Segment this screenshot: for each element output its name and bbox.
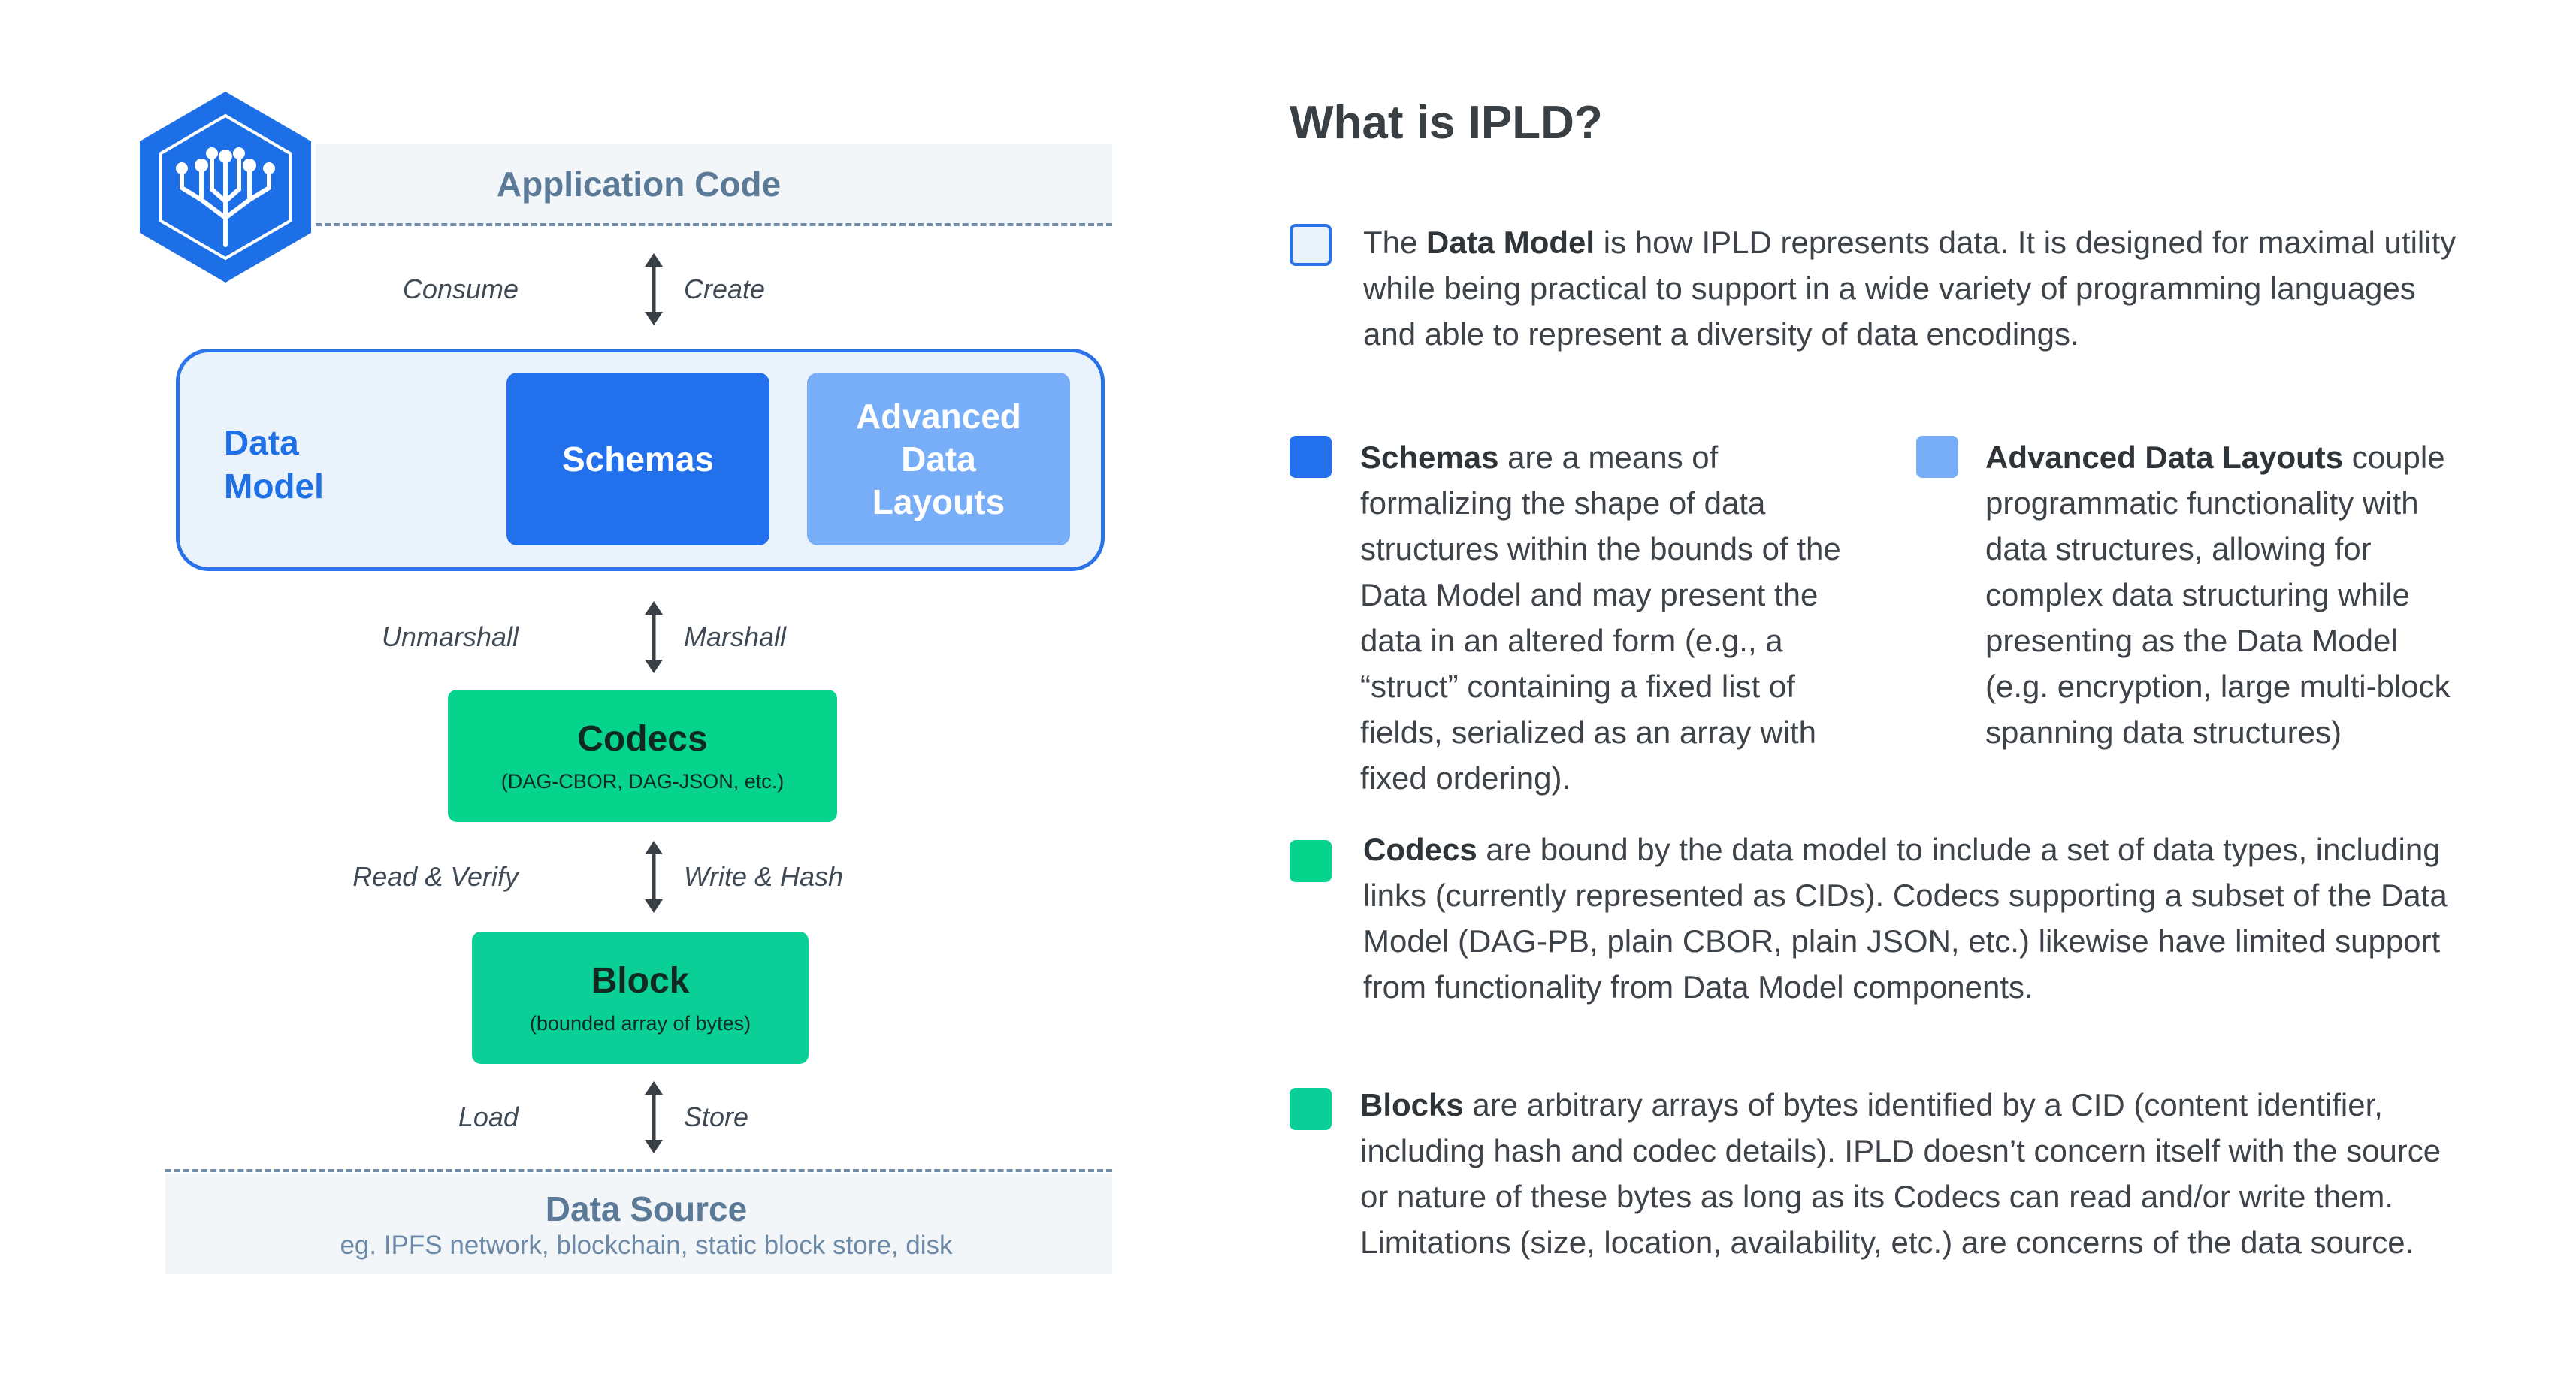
advanced-data-layouts-box: Advanced Data Layouts: [807, 373, 1070, 545]
blocks-legend-swatch: [1290, 1088, 1332, 1130]
store-label: Store: [684, 1101, 749, 1132]
block-title: Block: [591, 961, 690, 1001]
write-hash-label: Write & Hash: [684, 861, 844, 892]
codecs-subtitle: (DAG-CBOR, DAG-JSON, etc.): [500, 770, 785, 793]
codecs-legend-swatch: [1290, 840, 1332, 882]
adl-label: Advanced Data Layouts: [856, 396, 1021, 521]
codecs-title: Codecs: [577, 719, 708, 759]
create-label: Create: [684, 273, 766, 304]
double-arrow-icon: [645, 841, 663, 913]
marshall-label: Marshall: [684, 621, 787, 652]
page-title: What is IPLD?: [1290, 97, 1603, 149]
schemas-label: Schemas: [561, 440, 714, 479]
unmarshall-label: Unmarshall: [381, 621, 519, 652]
unmarshall-marshall-connector: Unmarshall Marshall: [165, 600, 962, 675]
double-arrow-icon: [645, 601, 663, 673]
ipld-logo-icon: [140, 92, 311, 283]
application-code-label: Application Code: [496, 165, 782, 204]
read-write-connector: Read & Verify Write & Hash: [165, 839, 962, 914]
schemas-description: Schemas are a means of formalizing the s…: [1360, 440, 1841, 796]
data-model-title: Data Model: [224, 423, 324, 506]
consume-create-connector: Consume Create: [165, 252, 962, 327]
consume-label: Consume: [402, 273, 519, 304]
adl-description: Advanced Data Layouts couple programmati…: [1985, 440, 2451, 750]
load-store-connector: Load Store: [165, 1080, 962, 1155]
data-source-subtitle: eg. IPFS network, blockchain, static blo…: [340, 1231, 953, 1260]
schemas-legend-swatch: [1290, 436, 1332, 478]
double-arrow-icon: [645, 1081, 663, 1153]
codecs-box: Codecs (DAG-CBOR, DAG-JSON, etc.): [448, 690, 837, 822]
adl-legend-swatch: [1916, 436, 1958, 478]
block-box: Block (bounded array of bytes): [472, 932, 809, 1064]
data-model-description: The Data Model is how IPLD represents da…: [1363, 225, 2457, 352]
schemas-box: Schemas: [506, 373, 769, 545]
blocks-description: Blocks are arbitrary arrays of bytes ide…: [1360, 1087, 2441, 1260]
data-source-title: Data Source: [545, 1189, 748, 1228]
codecs-description: Codecs are bound by the data model to in…: [1363, 832, 2448, 1005]
application-code-band: [316, 144, 1112, 224]
data-source-band: [165, 1174, 1112, 1274]
double-arrow-icon: [645, 253, 663, 325]
load-label: Load: [458, 1101, 519, 1132]
data-model-legend-swatch: [1290, 224, 1332, 266]
data-source-boundary-divider: [165, 1169, 1112, 1172]
application-boundary-divider: [316, 223, 1112, 226]
read-verify-label: Read & Verify: [352, 861, 519, 892]
block-subtitle: (bounded array of bytes): [529, 1012, 751, 1035]
